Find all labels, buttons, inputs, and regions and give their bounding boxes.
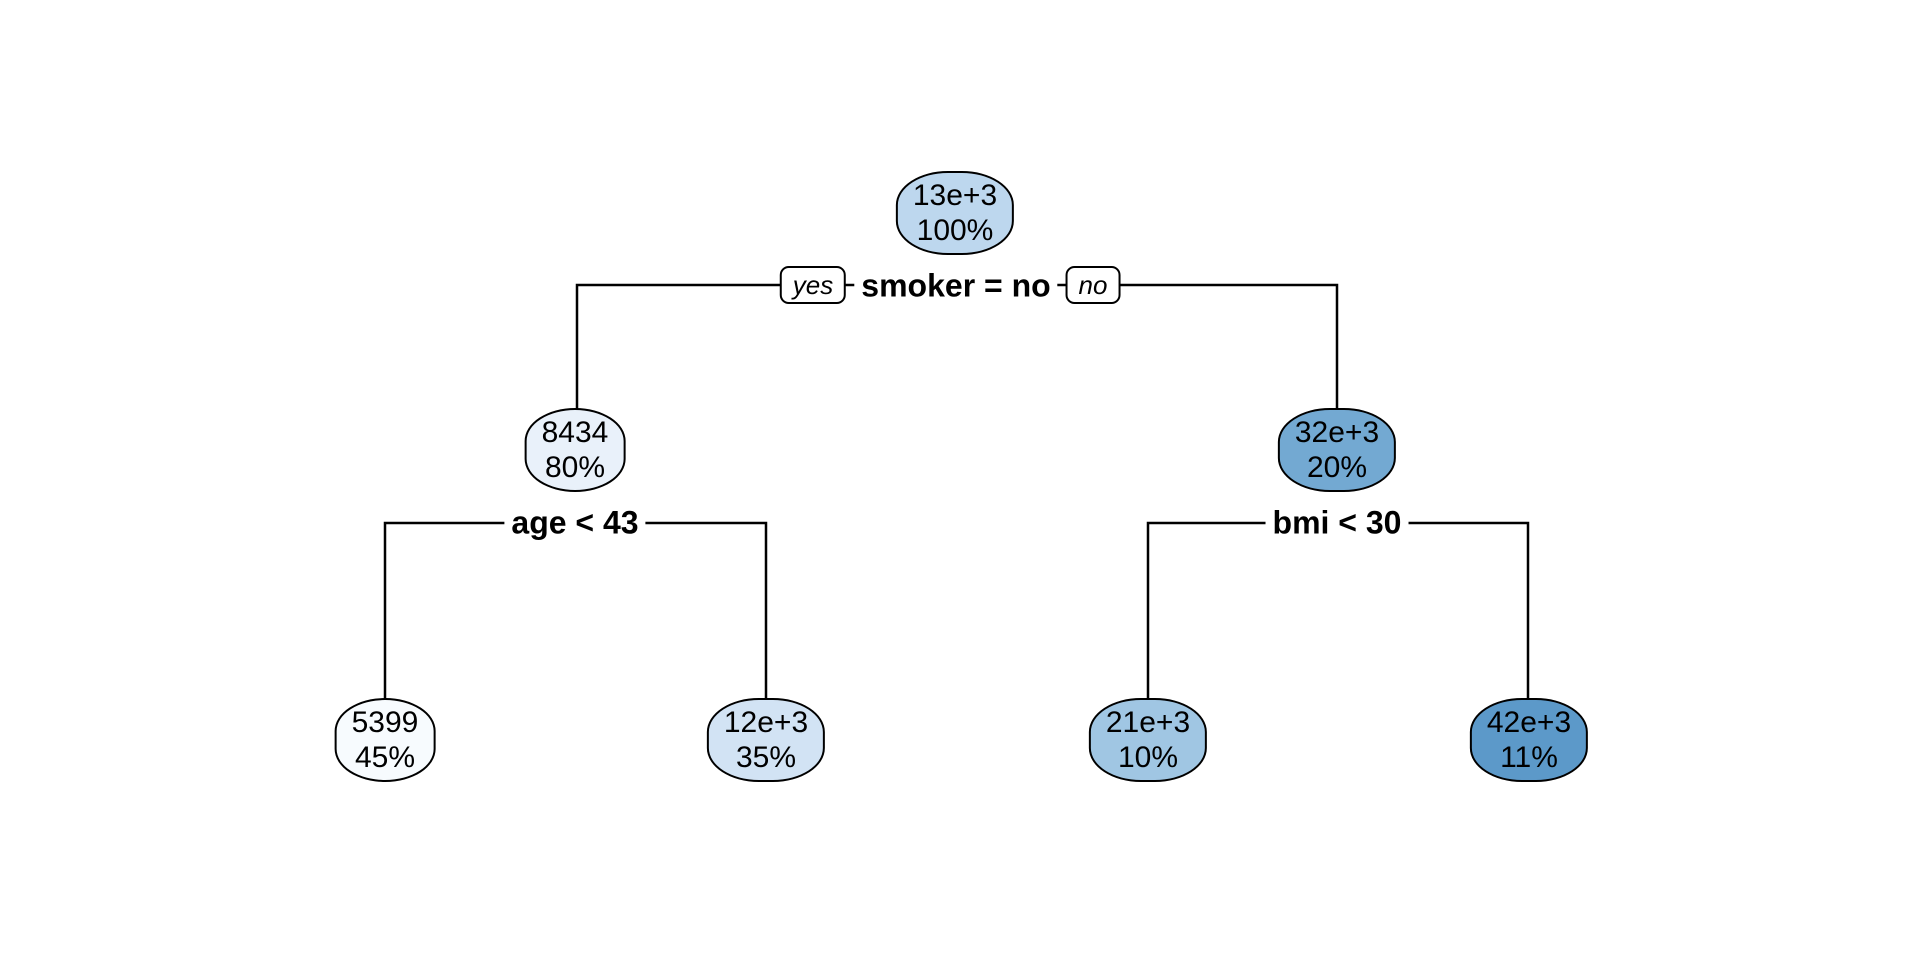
- node-percent: 100%: [916, 214, 994, 247]
- branch-line-bmi-split: [1146, 521, 1530, 700]
- node-value: 12e+3: [723, 706, 809, 739]
- branch-line-root-split: [575, 283, 1339, 410]
- node-value: 32e+3: [1294, 416, 1380, 449]
- node-percent: 11%: [1500, 741, 1558, 774]
- branch-line-age-split: [383, 521, 768, 700]
- split-label-bmi: bmi < 30: [1265, 505, 1409, 541]
- node-percent: 80%: [544, 451, 606, 484]
- node-smoker-yes: 8434 80%: [524, 408, 626, 492]
- node-percent: 20%: [1306, 451, 1368, 484]
- node-value: 5399: [351, 706, 419, 739]
- node-percent: 35%: [735, 741, 797, 774]
- branch-label-yes: yes: [779, 266, 847, 304]
- node-value: 21e+3: [1105, 706, 1191, 739]
- node-leaf-bmi-lt-30: 21e+3 10%: [1088, 698, 1208, 782]
- node-leaf-age-lt-43: 5399 45%: [334, 698, 436, 782]
- node-smoker-no: 32e+3 20%: [1277, 408, 1397, 492]
- node-value: 42e+3: [1486, 706, 1572, 739]
- node-leaf-bmi-ge-30: 42e+3 11%: [1469, 698, 1589, 782]
- split-label-age: age < 43: [504, 505, 646, 541]
- split-label-smoker: smoker = no: [854, 268, 1058, 304]
- node-value: 8434: [541, 416, 609, 449]
- node-percent: 45%: [354, 741, 416, 774]
- node-root: 13e+3 100%: [895, 171, 1015, 255]
- branch-label-no: no: [1065, 266, 1121, 304]
- node-value: 13e+3: [912, 179, 998, 212]
- node-percent: 10%: [1117, 741, 1179, 774]
- node-leaf-age-ge-43: 12e+3 35%: [706, 698, 826, 782]
